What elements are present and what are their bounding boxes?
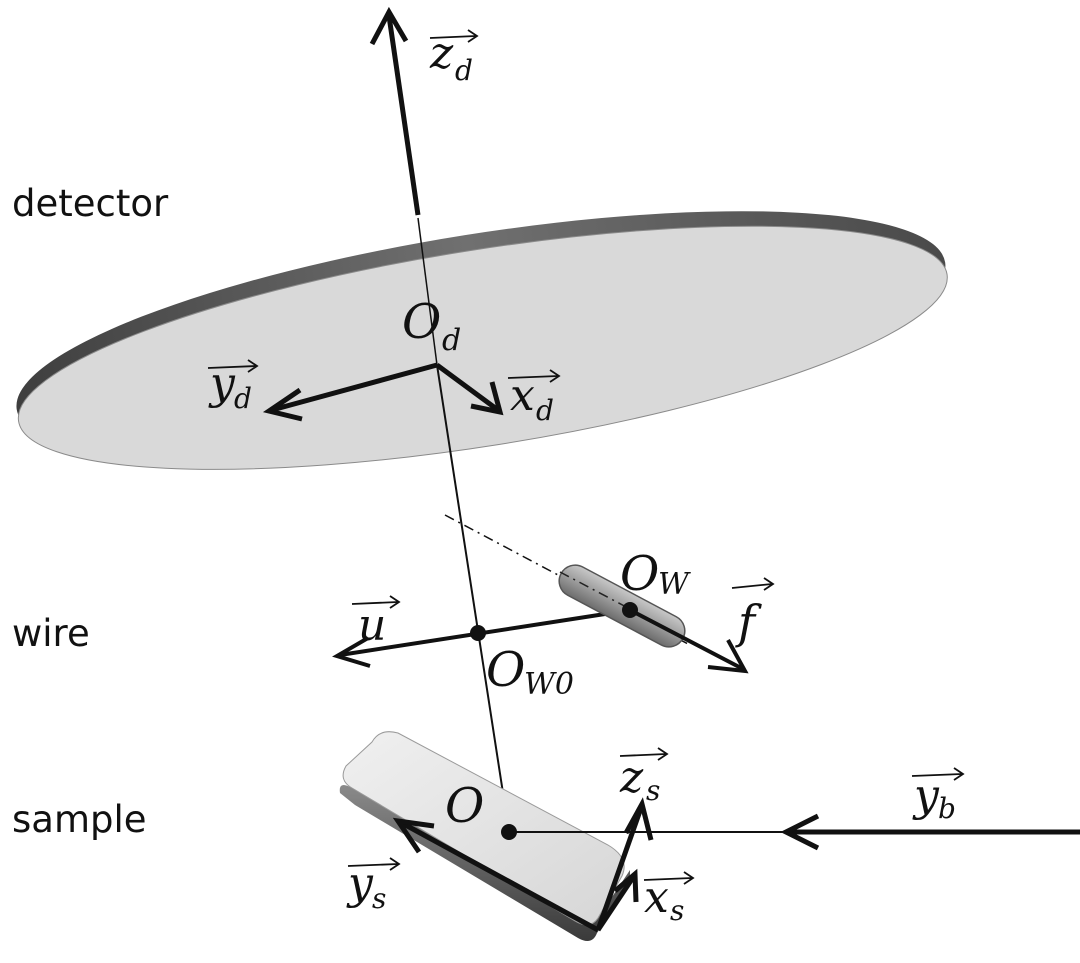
beam-line-detector-to-sample xyxy=(436,364,510,833)
math-O: O xyxy=(445,778,484,834)
ow0-point xyxy=(470,625,486,641)
label-detector: detector xyxy=(12,182,169,225)
o-point xyxy=(501,824,517,840)
math-Ow0: O W0 xyxy=(486,642,574,702)
svg-text:W: W xyxy=(658,567,691,602)
yd-arrowhead xyxy=(262,387,303,422)
svg-text:d: d xyxy=(442,323,461,358)
svg-text:O: O xyxy=(445,778,484,834)
math-zd: z d xyxy=(429,28,479,87)
svg-text:d: d xyxy=(536,394,554,427)
svg-text:z: z xyxy=(429,28,454,79)
svg-text:O: O xyxy=(402,294,441,350)
zd-arrowhead xyxy=(369,6,409,46)
u-arrowhead xyxy=(332,636,371,668)
svg-text:z: z xyxy=(619,752,644,803)
zs-arrowhead xyxy=(623,797,654,841)
detector-face xyxy=(17,225,948,470)
svg-text:s: s xyxy=(670,894,684,927)
label-sample: sample xyxy=(12,798,147,841)
svg-text:u: u xyxy=(358,600,386,651)
sample-face xyxy=(342,731,625,926)
math-xd: x d xyxy=(507,369,561,427)
xd-axis xyxy=(435,362,500,413)
yb-arrowhead xyxy=(780,813,820,851)
svg-text:W0: W0 xyxy=(524,667,574,702)
f-axis xyxy=(629,608,744,671)
label-wire: wire xyxy=(12,612,90,655)
xd-arrowhead xyxy=(470,381,504,416)
svg-text:O: O xyxy=(486,642,525,698)
math-xs: x s xyxy=(643,871,695,927)
math-yb: y b xyxy=(911,767,965,825)
svg-text:O: O xyxy=(620,546,659,602)
math-zs: z s xyxy=(619,747,669,807)
xs-axis xyxy=(595,874,637,932)
math-Od: O d xyxy=(402,294,461,358)
svg-text:y: y xyxy=(208,358,236,409)
math-ys: y s xyxy=(346,857,401,915)
f-arrowhead xyxy=(707,639,749,674)
xs-arrowhead xyxy=(613,868,639,903)
zs-axis xyxy=(595,807,644,931)
zd-axis xyxy=(386,15,421,216)
svg-text:y: y xyxy=(912,770,940,821)
yd-axis xyxy=(271,362,438,413)
zd-axis-lower xyxy=(417,217,438,366)
math-yd: y d xyxy=(207,358,259,415)
math-f: f xyxy=(731,577,775,649)
svg-text:d: d xyxy=(455,54,473,87)
math-Ow: O W xyxy=(620,546,691,602)
ow-point xyxy=(622,602,638,618)
svg-text:s: s xyxy=(646,774,660,807)
math-u: u xyxy=(351,595,401,651)
ys-axis xyxy=(398,819,600,933)
ys-arrowhead xyxy=(392,817,435,854)
svg-text:b: b xyxy=(938,792,956,825)
svg-text:f: f xyxy=(735,595,762,649)
svg-text:d: d xyxy=(234,382,252,415)
detector-plate xyxy=(16,211,948,470)
svg-text:s: s xyxy=(372,882,386,915)
